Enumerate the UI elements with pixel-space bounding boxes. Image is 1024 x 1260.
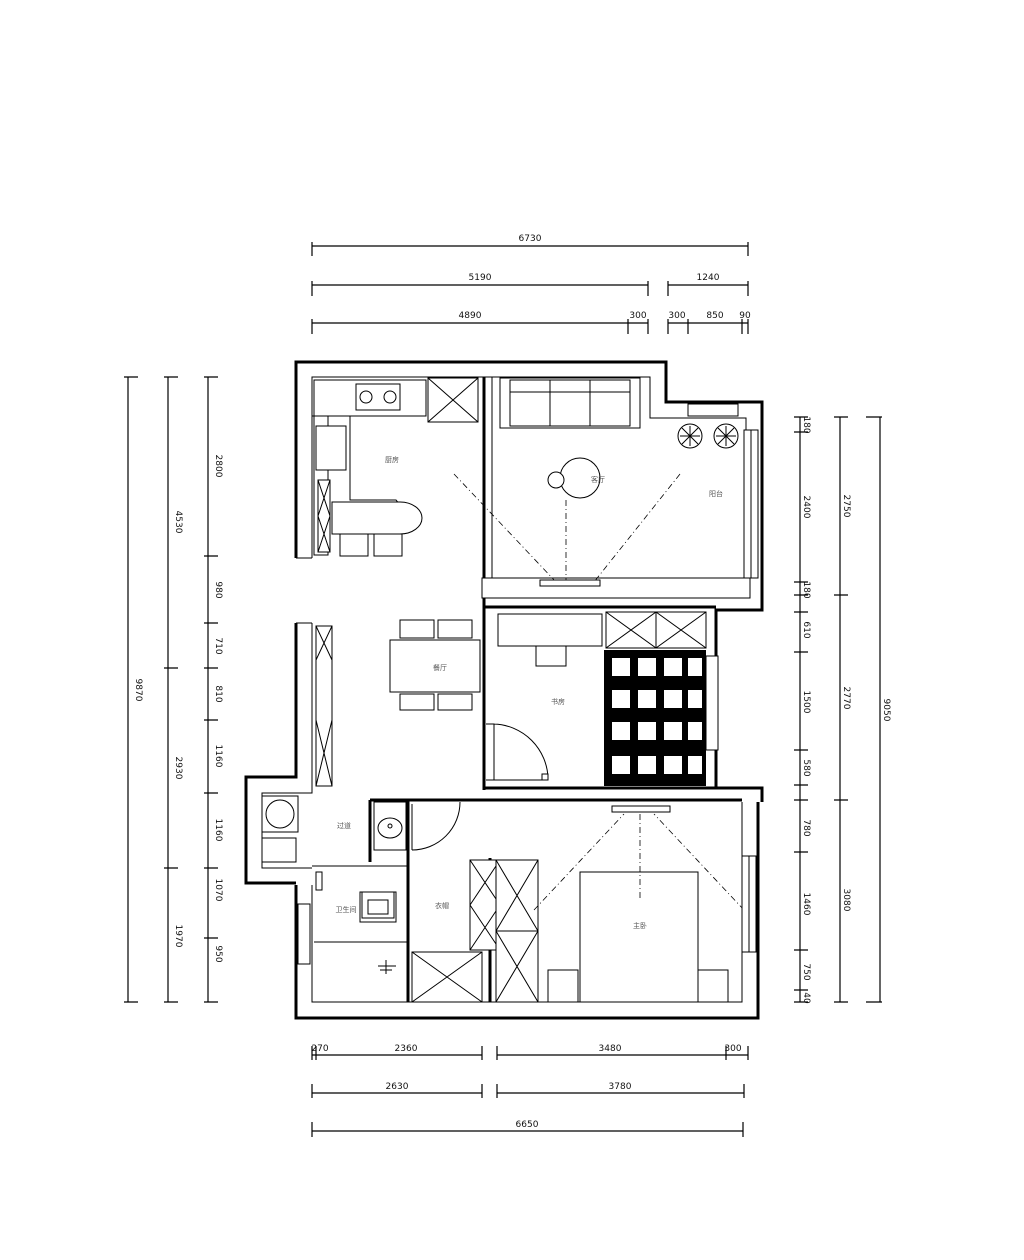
bar-stool [339,533,369,557]
chair [437,693,473,711]
washer-icon [261,795,299,833]
room-label-kitchen: 厨房 [385,455,399,464]
desk-chair [535,645,567,667]
interior-walls [312,377,751,1002]
dim-right-180b: 180 [801,581,811,598]
dim-left-710: 710 [213,637,223,654]
dim-bottom-2630: 2630 [386,1082,409,1092]
dim-right-2750: 2750 [841,495,851,518]
study-window [705,655,719,751]
balcony-rail [687,403,739,417]
dim-bottom-3780: 3780 [609,1082,632,1092]
washbasin [373,801,407,851]
bedroom: 衣帽 主卧 [411,805,757,1003]
side-stool [547,471,565,489]
double-bed [579,871,699,1003]
exterior-walls [244,360,764,1020]
bottom-dimensions: 270 2360 3480 300 2630 3780 6650 [311,1044,749,1137]
dim-left-1070: 1070 [213,879,223,902]
dim-right-40: 40 [801,992,811,1004]
dim-left-980: 980 [213,581,223,598]
study-door [486,723,549,781]
dim-left-2930: 2930 [173,757,183,780]
room-label-closet: 衣帽 [435,901,449,910]
dim-right-610: 610 [801,621,811,638]
bath-window [297,903,311,965]
sink-icon [315,425,347,471]
dim-bottom-270: 270 [311,1044,328,1054]
dim-left-1160b: 1160 [213,819,223,842]
tv-unit [611,805,671,813]
right-dimensions: 180 2400 180 610 1500 580 780 1460 750 4… [794,416,891,1004]
dim-right-780: 780 [801,819,811,836]
dim-top-1240: 1240 [697,273,720,283]
living-room: 客厅 [453,377,681,587]
dining-table [389,639,481,693]
toilet-icon [359,891,397,923]
dim-bottom-300: 300 [724,1044,741,1054]
room-label-dining: 餐厅 [433,663,447,672]
chair [399,693,435,711]
dim-bottom-3480: 3480 [599,1044,622,1054]
dim-right-2770: 2770 [841,687,851,710]
room-label-living: 客厅 [591,475,605,484]
chair [437,619,473,639]
stove-icon [355,383,401,411]
dim-top-90: 90 [739,311,751,321]
dim-top-850: 850 [706,311,723,321]
dining-cabinet [315,625,333,787]
room-label-bathroom: 卫生间 [336,905,357,914]
dim-right-580: 580 [801,759,811,776]
dim-left-1970: 1970 [173,925,183,948]
sofa [499,377,641,429]
dim-right-9050: 9050 [881,699,891,722]
kitchen: 厨房 [312,377,479,557]
dim-top-300b: 300 [668,311,685,321]
dim-right-1500: 1500 [801,691,811,714]
tv-cabinet [539,579,601,587]
dim-right-2400: 2400 [801,496,811,519]
room-label-study: 书房 [551,697,565,706]
dim-left-950: 950 [213,945,223,962]
dining-area: 餐厅 [315,619,481,787]
closet-shelf [469,859,501,951]
shower-icon [378,960,396,974]
dim-left-2800: 2800 [213,455,223,478]
dim-right-180a: 180 [801,416,811,433]
top-dimensions: 6730 5190 1240 4890 300 300 850 90 [311,234,751,334]
dim-right-1460: 1460 [801,893,811,916]
dim-bottom-2360: 2360 [395,1044,418,1054]
room-label-balcony: 阳台 [709,489,723,498]
island-counter [331,501,423,535]
chair [399,619,435,639]
dim-left-1160a: 1160 [213,745,223,768]
dim-right-3080: 3080 [841,889,851,912]
balcony: 阳台 [677,403,759,579]
dim-bottom-6650: 6650 [516,1120,539,1130]
study: 书房 [486,611,719,786]
dim-right-750: 750 [801,963,811,980]
desk [497,613,603,647]
bathroom: 过道 卫生间 [261,795,461,974]
dim-top-300a: 300 [629,311,646,321]
bath-door [411,801,461,851]
nightstand [547,969,579,1003]
dim-top-total: 6730 [519,234,542,244]
dim-left-4530: 4530 [173,511,183,534]
left-dimensions: 9870 4530 2930 1970 2800 980 710 810 116… [124,376,223,1003]
dim-left-810: 810 [213,685,223,702]
bar-stool [373,533,403,557]
dim-top-5190: 5190 [469,273,492,283]
dim-top-4890: 4890 [459,311,482,321]
cabinet [261,837,297,863]
room-label-hall: 过道 [337,821,351,830]
nightstand [697,969,729,1003]
dim-left-9870: 9870 [133,679,143,702]
room-label-bedroom: 主卧 [633,921,647,930]
